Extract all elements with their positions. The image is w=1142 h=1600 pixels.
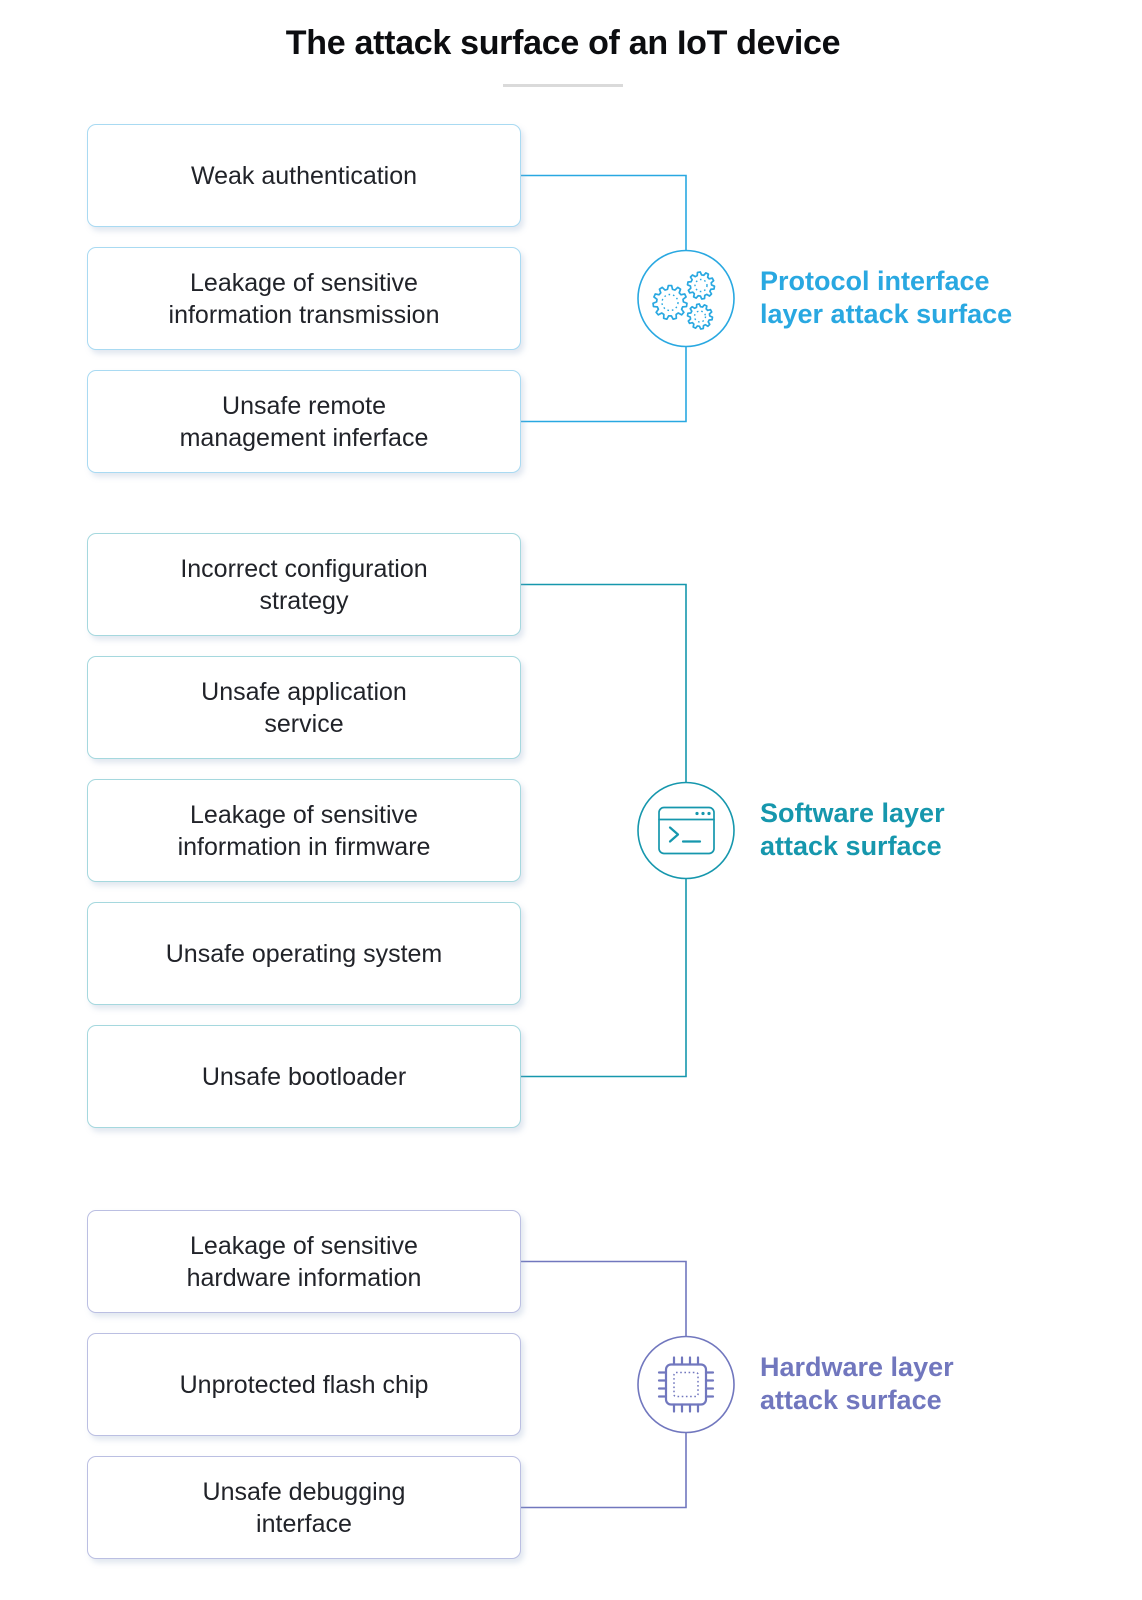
group-label-line1: Software layer [760,798,945,828]
group-label-line1: Protocol interface [760,266,990,296]
group-label-line2: layer attack surface [760,299,1012,329]
group-label-line2: attack surface [760,831,942,861]
group-label-line1: Hardware layer [760,1352,954,1382]
icon-bubble [637,781,735,880]
attack-item-unsafe-bootloader: Unsafe bootloader [87,1025,521,1128]
group-label-line2: attack surface [760,1385,942,1415]
connector-line [521,1260,687,1509]
attack-item-incorrect-configuration: Incorrect configuration strategy [87,533,521,636]
attack-item-leakage-information-transmission: Leakage of sensitive information transmi… [87,247,521,350]
connector-line [521,174,687,423]
title-divider [503,84,623,87]
terminal-icon [658,806,715,855]
attack-item-unsafe-operating-system: Unsafe operating system [87,902,521,1005]
connector-line [521,583,687,1078]
hardware-group-connector: Hardware layer attack surface [521,1260,954,1509]
attack-item-unsafe-application-service: Unsafe application service [87,656,521,759]
software-group-connector: Software layer attack surface [521,583,945,1078]
protocol-group-connector: Protocol interface layer attack surface [521,174,1012,423]
page-title: The attack surface of an IoT device [285,24,841,62]
attack-item-unprotected-flash-chip: Unprotected flash chip [87,1333,521,1436]
attack-item-weak-authentication: Weak authentication [87,124,521,227]
icon-bubble [637,249,735,348]
attack-item-unsafe-remote-management: Unsafe remote management inferface [87,370,521,473]
gears-icon [652,271,716,330]
attack-item-unsafe-debugging-interface: Unsafe debugging interface [87,1456,521,1559]
chip-icon [657,1356,715,1413]
icon-bubble [637,1335,735,1434]
attack-item-leakage-information-firmware: Leakage of sensitive information in firm… [87,779,521,882]
attack-item-leakage-hardware-information: Leakage of sensitive hardware informatio… [87,1210,521,1313]
